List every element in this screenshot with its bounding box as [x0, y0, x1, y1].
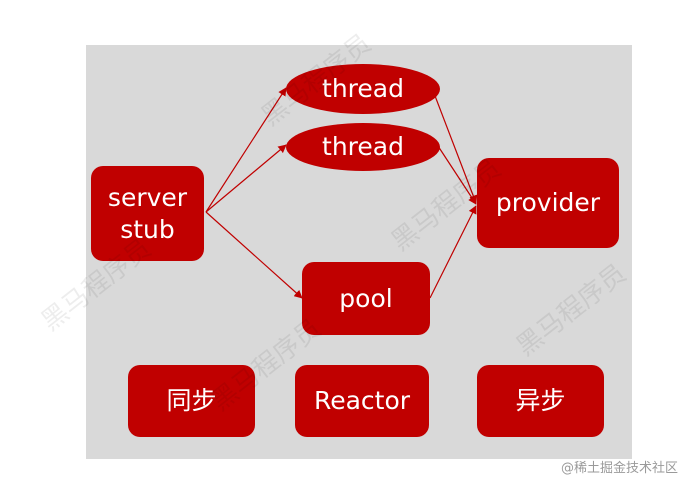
node-provider: provider — [477, 158, 619, 248]
footer-credit: @稀土掘金技术社区 — [560, 461, 678, 476]
edge-stub-to-thread-2 — [205, 144, 287, 213]
node-thread-2: thread — [286, 123, 440, 171]
node-async: 异步 — [477, 365, 604, 437]
edge-stub-to-thread-1 — [205, 87, 287, 213]
edge-thread-2-to-provider — [437, 145, 477, 205]
edge-stub-to-pool — [205, 211, 303, 299]
node-sync: 同步 — [128, 365, 255, 437]
node-pool: pool — [302, 262, 430, 335]
node-reactor: Reactor — [295, 365, 429, 437]
node-server-stub: server stub — [91, 166, 204, 261]
node-thread-1: thread — [286, 64, 440, 114]
edge-thread-1-to-provider — [431, 87, 478, 204]
edge-pool-to-provider — [429, 205, 477, 299]
